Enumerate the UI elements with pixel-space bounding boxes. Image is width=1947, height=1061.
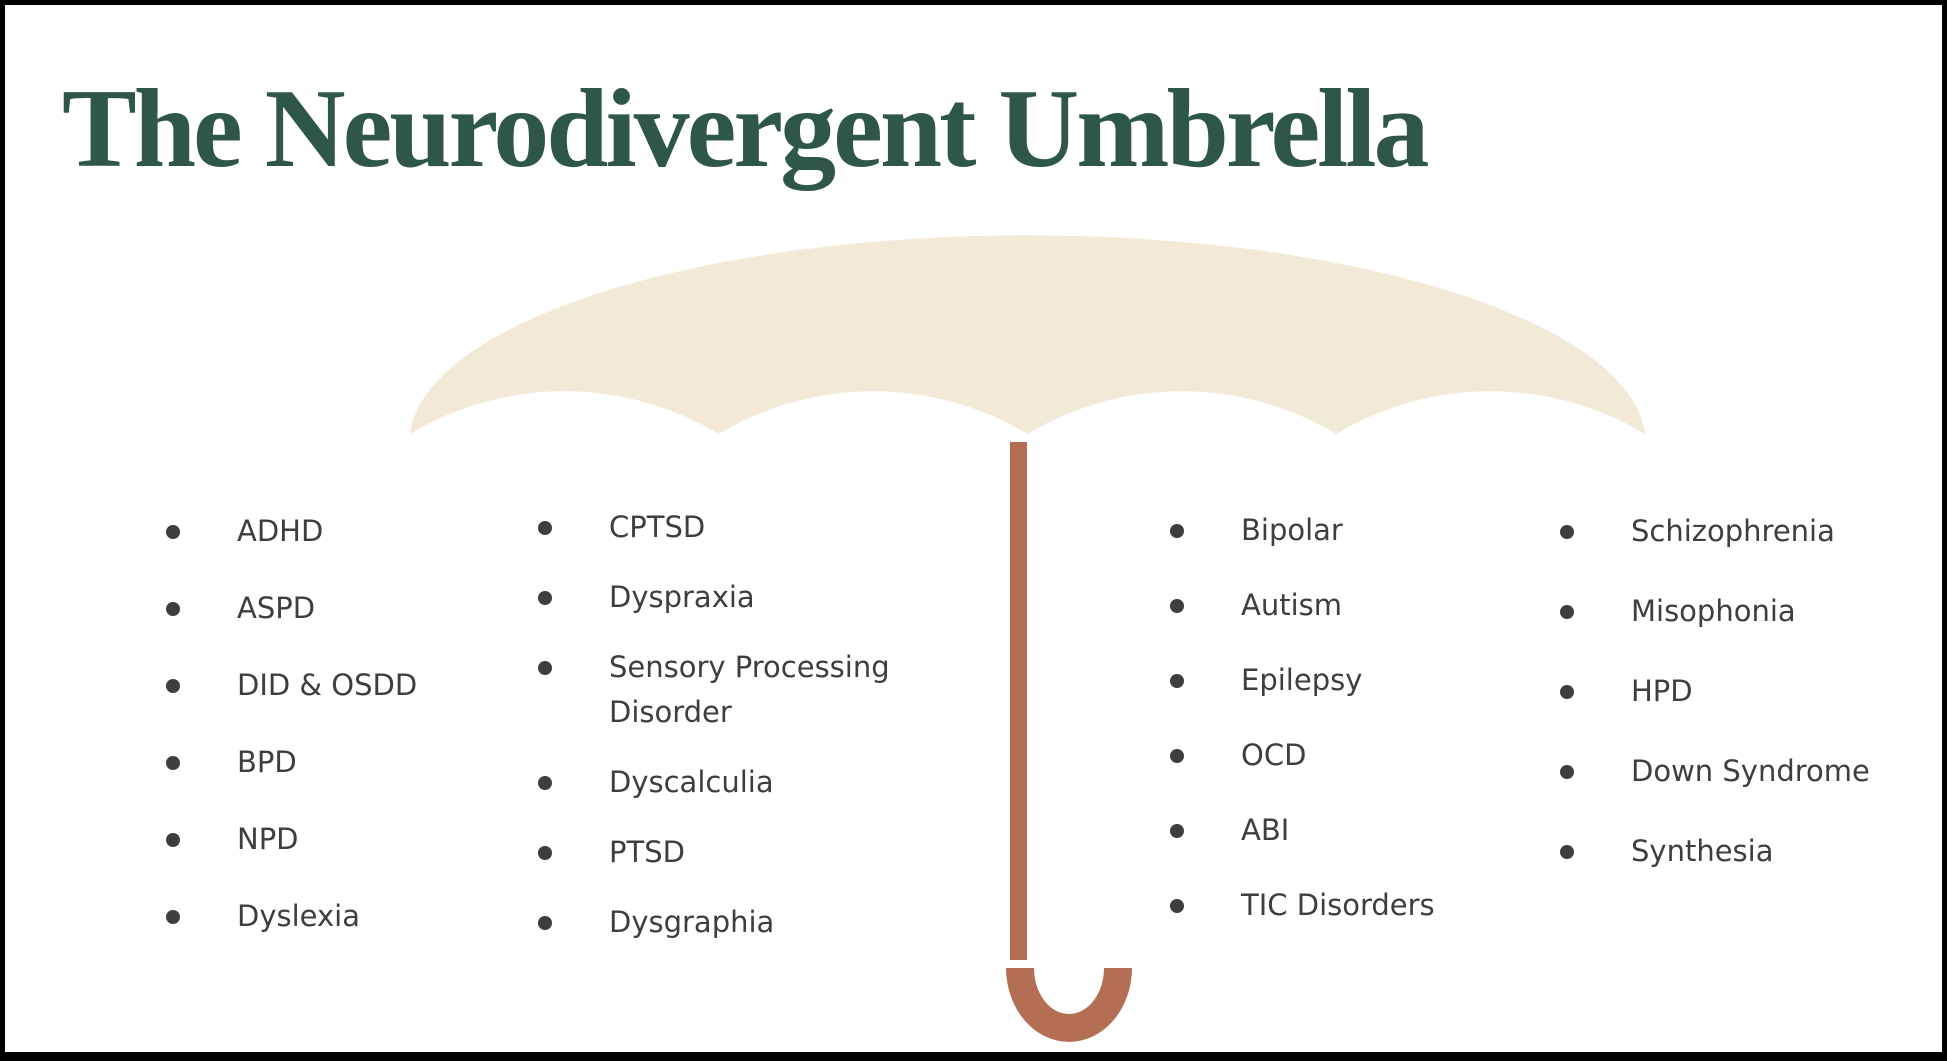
list-item: Dyspraxia bbox=[538, 575, 944, 620]
diagnosis-label: NPD bbox=[237, 822, 299, 856]
umbrella-hook-icon bbox=[1006, 968, 1132, 1042]
diagnosis-label: Dysgraphia bbox=[609, 905, 775, 939]
bullet-icon bbox=[538, 521, 552, 535]
diagnosis-label: Synthesia bbox=[1631, 834, 1774, 868]
list-item: Down Syndrome bbox=[1560, 749, 1870, 794]
diagnosis-label: DID & OSDD bbox=[237, 668, 418, 702]
list-item: ASPD bbox=[166, 586, 417, 631]
list-item: TIC Disorders bbox=[1170, 883, 1435, 928]
diagnosis-label: PTSD bbox=[609, 835, 685, 869]
bullet-icon bbox=[538, 916, 552, 930]
list-item: Dyscalculia bbox=[538, 760, 944, 805]
bullet-icon bbox=[1560, 605, 1574, 619]
list-item: Dyslexia bbox=[166, 894, 417, 939]
umbrella-canopy-icon bbox=[410, 235, 1645, 434]
bullet-icon bbox=[538, 846, 552, 860]
bullet-icon bbox=[166, 910, 180, 924]
diagnosis-label: Sensory Processing Disorder bbox=[609, 650, 890, 729]
bullet-icon bbox=[538, 661, 552, 675]
bullet-icon bbox=[1170, 824, 1184, 838]
bullet-icon bbox=[1560, 845, 1574, 859]
list-item: Misophonia bbox=[1560, 589, 1870, 634]
diagnosis-label: ADHD bbox=[237, 514, 324, 548]
diagnosis-label: Misophonia bbox=[1631, 594, 1796, 628]
bullet-icon bbox=[1170, 524, 1184, 538]
diagnosis-label: ABI bbox=[1241, 813, 1290, 847]
diagnosis-label: HPD bbox=[1631, 674, 1693, 708]
list-item: Bipolar bbox=[1170, 508, 1435, 553]
diagnosis-column-1: ADHD ASPD DID & OSDD BPD NPD Dyslexia bbox=[166, 509, 417, 939]
list-item: NPD bbox=[166, 817, 417, 862]
list-item: CPTSD bbox=[538, 505, 944, 550]
diagnosis-label: Down Syndrome bbox=[1631, 754, 1870, 788]
list-item: BPD bbox=[166, 740, 417, 785]
list-item: OCD bbox=[1170, 733, 1435, 778]
diagnosis-label: TIC Disorders bbox=[1241, 888, 1435, 922]
list-item: HPD bbox=[1560, 669, 1870, 714]
bullet-icon bbox=[1170, 674, 1184, 688]
list-item: ABI bbox=[1170, 808, 1435, 853]
diagnosis-label: OCD bbox=[1241, 738, 1307, 772]
list-item: Dysgraphia bbox=[538, 900, 944, 945]
umbrella-pole-icon bbox=[1010, 442, 1027, 960]
bullet-icon bbox=[1560, 685, 1574, 699]
page-title: The Neurodivergent Umbrella bbox=[62, 67, 1429, 191]
bullet-icon bbox=[166, 756, 180, 770]
bullet-icon bbox=[166, 833, 180, 847]
diagnosis-label: Bipolar bbox=[1241, 513, 1343, 547]
bullet-icon bbox=[166, 525, 180, 539]
bullet-icon bbox=[538, 776, 552, 790]
bullet-icon bbox=[166, 602, 180, 616]
bullet-icon bbox=[1170, 599, 1184, 613]
diagnosis-label: Autism bbox=[1241, 588, 1343, 622]
list-item: PTSD bbox=[538, 830, 944, 875]
list-item: Sensory Processing Disorder bbox=[538, 645, 944, 735]
list-item: Autism bbox=[1170, 583, 1435, 628]
list-item: Synthesia bbox=[1560, 829, 1870, 874]
diagnosis-column-4: Schizophrenia Misophonia HPD Down Syndro… bbox=[1560, 509, 1870, 874]
list-item: ADHD bbox=[166, 509, 417, 554]
diagnosis-label: Dyspraxia bbox=[609, 580, 755, 614]
diagnosis-column-3: Bipolar Autism Epilepsy OCD ABI TIC Diso… bbox=[1170, 508, 1435, 928]
bullet-icon bbox=[538, 591, 552, 605]
list-item: Epilepsy bbox=[1170, 658, 1435, 703]
bullet-icon bbox=[1560, 525, 1574, 539]
list-item: DID & OSDD bbox=[166, 663, 417, 708]
bullet-icon bbox=[166, 679, 180, 693]
diagnosis-label: BPD bbox=[237, 745, 297, 779]
diagnosis-label: ASPD bbox=[237, 591, 316, 625]
umbrella-illustration bbox=[410, 235, 1645, 1042]
bullet-icon bbox=[1170, 749, 1184, 763]
bullet-icon bbox=[1560, 765, 1574, 779]
list-item: Schizophrenia bbox=[1560, 509, 1870, 554]
diagnosis-label: Schizophrenia bbox=[1631, 514, 1835, 548]
bullet-icon bbox=[1170, 899, 1184, 913]
diagnosis-label: Dyslexia bbox=[237, 899, 360, 933]
diagnosis-label: CPTSD bbox=[609, 510, 706, 544]
diagnosis-label: Dyscalculia bbox=[609, 765, 774, 799]
diagnosis-label: Epilepsy bbox=[1241, 663, 1363, 697]
diagnosis-column-2: CPTSD Dyspraxia Sensory Processing Disor… bbox=[538, 505, 944, 945]
